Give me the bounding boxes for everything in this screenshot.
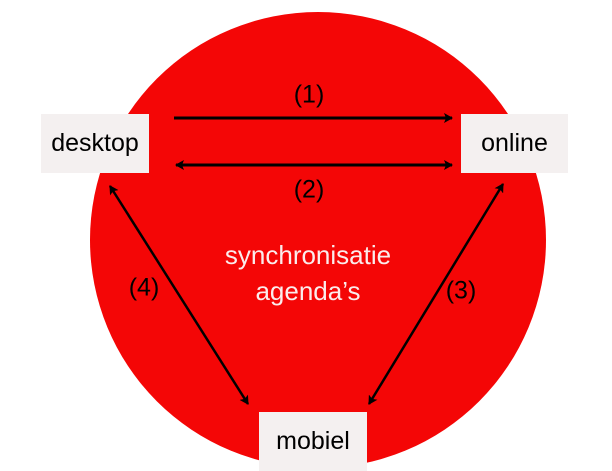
node-online: online <box>461 114 568 173</box>
center-title-line1: synchronisatie <box>224 240 392 270</box>
center-title: synchronisatie agenda’s <box>225 237 391 309</box>
arrow-label-1: (1) <box>293 80 325 109</box>
arrow-label-4: (4) <box>128 273 160 302</box>
node-desktop: desktop <box>41 114 149 173</box>
arrow-label-2: (2) <box>293 175 325 204</box>
arrow-3 <box>367 183 505 405</box>
arrow-4 <box>108 185 250 405</box>
center-title-line2: agenda’s <box>255 276 361 306</box>
node-mobiel: mobiel <box>259 412 367 471</box>
arrow-label-3: (3) <box>445 276 477 305</box>
